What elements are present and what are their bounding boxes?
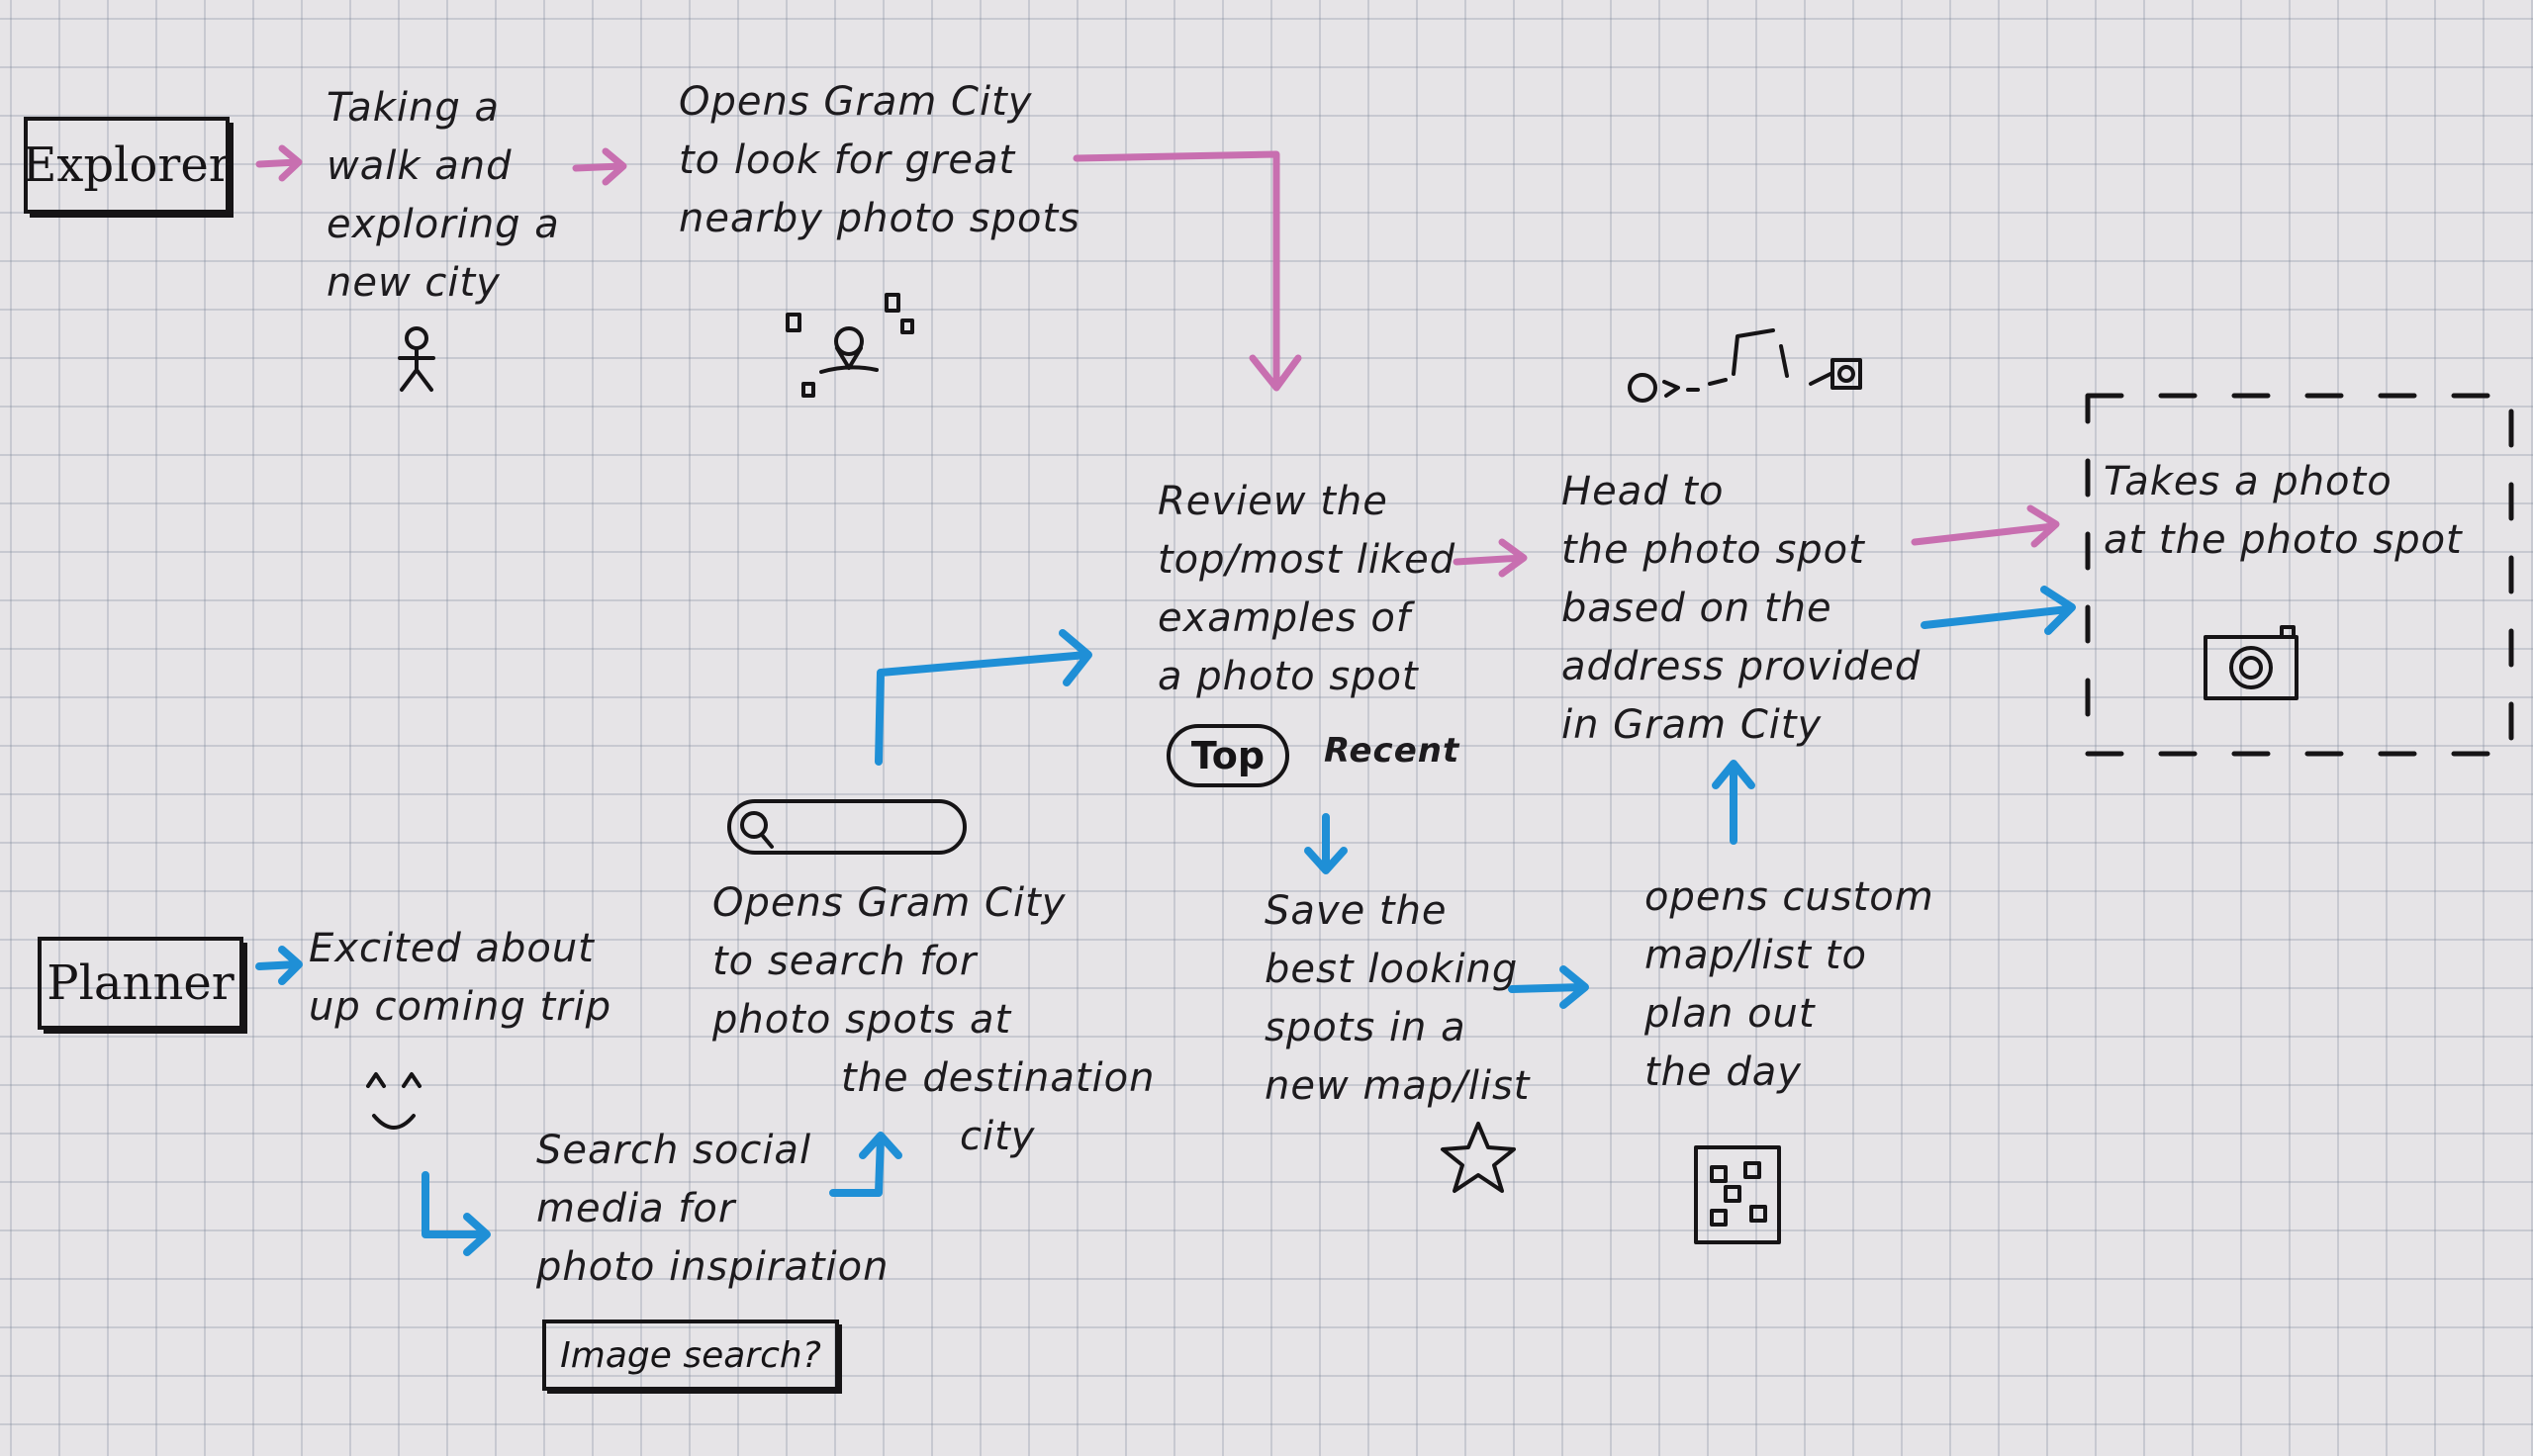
text-line: photo spots at — [712, 997, 1012, 1043]
text-line: best looking — [1265, 947, 1519, 992]
text-line: based on the — [1561, 586, 1832, 631]
text-line: top/most liked — [1158, 537, 1456, 583]
text-line: the photo spot — [1561, 527, 1865, 573]
walk-to-camera-icon — [1628, 328, 1862, 403]
search-bar-icon — [727, 799, 967, 855]
arrow-planner-to-step1 — [255, 946, 303, 985]
text-line: Head to — [1561, 469, 1725, 514]
text-line: Excited about — [309, 926, 595, 971]
map-pin-icon — [786, 293, 914, 398]
arrow-excited-to-social — [422, 1171, 491, 1256]
arrow-step2-to-review — [1073, 150, 1302, 392]
text-line: up coming trip — [309, 984, 612, 1030]
photo-spot-dashed-box — [2085, 393, 2514, 757]
text-line: Takes a photo — [2104, 459, 2392, 504]
text-line: spots in a — [1265, 1005, 1466, 1050]
text-line: at the photo spot — [2104, 517, 2463, 563]
smiley-icon — [366, 1072, 422, 1130]
planner-step-social-search: Search social media for photo inspiratio… — [536, 1122, 889, 1297]
planner-step-opens-app: Opens Gram City to search for photo spot… — [712, 874, 1155, 1166]
star-icon — [1441, 1122, 1516, 1193]
persona-explorer: Explorer — [22, 117, 232, 214]
persona-planner: Planner — [38, 937, 243, 1030]
arrow-explorer-to-step1 — [255, 144, 303, 182]
text-line: nearby photo spots — [679, 196, 1081, 241]
step-takes-photo: Takes a photo at the photo spot — [2104, 453, 2463, 570]
text-line: Search social — [536, 1128, 812, 1173]
text-line: map/list to — [1644, 933, 1867, 978]
arrow-social-to-opens — [829, 1132, 902, 1197]
text-line: photo inspiration — [536, 1244, 890, 1290]
text-line: to search for — [712, 939, 978, 984]
arrow-search-to-review — [875, 629, 1092, 766]
explorer-step-opens-app: Opens Gram City to look for great nearby… — [679, 73, 1080, 248]
text-line: the destination — [841, 1055, 1156, 1101]
camera-icon — [2204, 625, 2298, 700]
arrow-step1-to-step2 — [572, 147, 627, 186]
text-line: new map/list — [1265, 1063, 1531, 1109]
arrow-map-to-head — [1712, 760, 1755, 845]
text-line: city — [960, 1114, 1036, 1159]
text-line: Taking a — [327, 85, 500, 131]
step-review-examples: Review the top/most liked examples of a … — [1158, 473, 1455, 706]
planner-step-excited: Excited about up coming trip — [309, 920, 611, 1037]
text-line: Review the — [1158, 479, 1388, 524]
step-head-to-spot: Head to the photo spot based on the addr… — [1561, 463, 1921, 755]
text-line: opens custom — [1644, 874, 1934, 920]
image-search-box: Image search? — [542, 1320, 839, 1391]
stick-figure-icon — [398, 326, 435, 392]
text-line: Save the — [1265, 888, 1448, 934]
text-line: Opens Gram City — [679, 79, 1033, 125]
arrow-review-to-head — [1453, 538, 1528, 578]
text-line: new city — [327, 260, 501, 306]
text-line: in Gram City — [1561, 702, 1823, 748]
text-line: walk and — [327, 143, 513, 189]
text-line: Opens Gram City — [712, 880, 1067, 926]
text-line: the day — [1644, 1049, 1802, 1095]
explorer-step-walk: Taking a walk and exploring a new city — [327, 79, 560, 313]
arrow-review-to-save — [1304, 813, 1348, 874]
tab-recent[interactable]: Recent — [1324, 731, 1460, 771]
text-line: plan out — [1644, 991, 1816, 1037]
text-line: address provided — [1561, 644, 1922, 689]
text-line: a photo spot — [1158, 654, 1419, 699]
step-open-custom-map: opens custom map/list to plan out the da… — [1644, 868, 1934, 1102]
text-line: media for — [536, 1186, 736, 1231]
arrow-head-to-photo-pink — [1911, 504, 2060, 548]
arrow-head-to-photo-blue — [1921, 586, 2076, 635]
text-line: examples of — [1158, 595, 1411, 641]
step-save-spots: Save the best looking spots in a new map… — [1265, 882, 1530, 1116]
map-grid-icon — [1694, 1145, 1781, 1244]
tab-top[interactable]: Top — [1167, 724, 1289, 787]
text-line: exploring a — [327, 202, 560, 247]
text-line: to look for great — [679, 137, 1016, 183]
arrow-save-to-map — [1508, 965, 1589, 1009]
